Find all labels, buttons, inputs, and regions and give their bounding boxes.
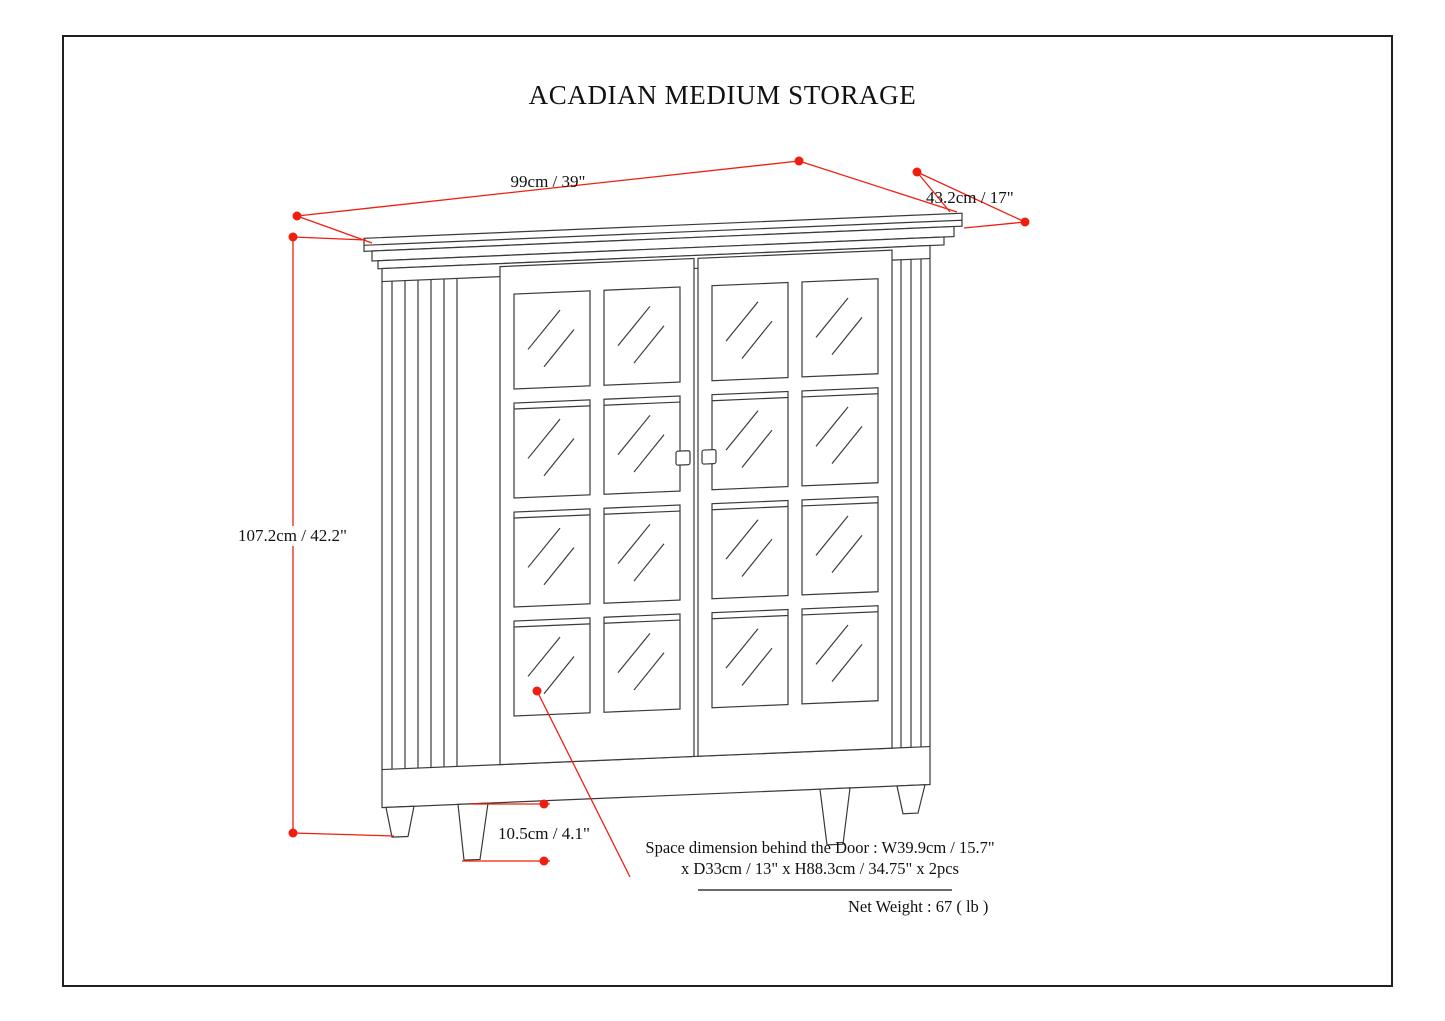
door-space-note-line1: Space dimension behind the Door : W39.9c… [645, 838, 995, 857]
left-groove-lines [391, 278, 458, 770]
right-groove-lines [900, 258, 922, 748]
door-knobs [675, 449, 717, 466]
front-left-leg [457, 802, 489, 861]
right-door-knob [701, 449, 717, 465]
back-left-leg [385, 805, 415, 838]
leg-height-dimension [462, 803, 550, 862]
diagram-title: ACADIAN MEDIUM STORAGE [528, 80, 917, 110]
depth-dimension [916, 171, 1026, 229]
door-space-note: Space dimension behind the Door : W39.9c… [600, 837, 1040, 879]
legs [385, 784, 926, 861]
left-glass-door [499, 257, 695, 766]
right-glass-door [697, 249, 893, 757]
diagram-border [62, 35, 1393, 987]
left-door-knob [675, 450, 691, 466]
door-space-note-line2: x D33cm / 13" x H88.3cm / 34.75" x 2pcs [681, 859, 959, 878]
height-dimension-label: 107.2cm / 42.2" [234, 526, 351, 546]
dimension-endpoint-dots [288, 156, 1030, 866]
cabinet [363, 212, 963, 861]
leg-height-dimension-label: 10.5cm / 4.1" [494, 824, 594, 844]
depth-dimension-label: 43.2cm / 17" [926, 188, 1014, 207]
cornice [363, 212, 963, 270]
width-dimension-label: 99cm / 39" [510, 172, 586, 191]
net-weight-label: Net Weight : 67 ( lb ) [848, 897, 989, 916]
door-space-leader-line [536, 690, 631, 878]
front-right-leg [819, 787, 851, 846]
width-dimension [296, 160, 958, 244]
back-right-leg [896, 784, 926, 815]
